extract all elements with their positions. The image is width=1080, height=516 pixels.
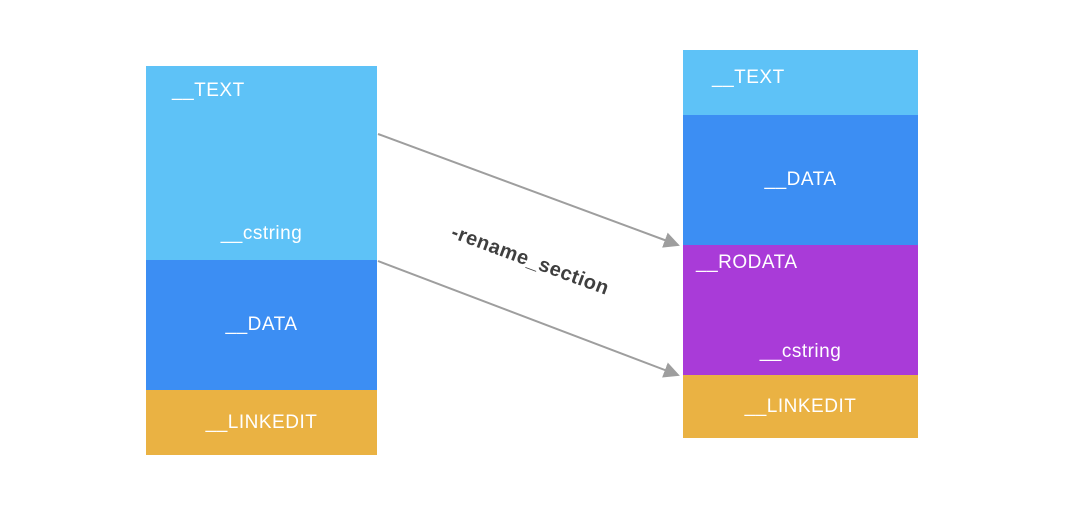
- segment-right-rodata: __RODATA __cstring: [683, 245, 918, 375]
- segment-left-text: __TEXT __cstring: [146, 66, 377, 260]
- segment-left-linkedit: __LINKEDIT: [146, 390, 377, 455]
- segment-left-data: __DATA: [146, 260, 377, 390]
- segment-label-right-data: __DATA: [764, 169, 837, 190]
- left-memory-column: __TEXT __cstring __DATA __LINKEDIT: [146, 66, 377, 455]
- segment-right-data: __DATA: [683, 115, 918, 245]
- segment-right-text: __TEXT: [683, 50, 918, 115]
- segment-label-right-text: __TEXT: [712, 67, 785, 88]
- segment-sublabel-left-cstring: __cstring: [220, 223, 303, 244]
- segment-label-left-linkedit: __LINKEDIT: [205, 411, 318, 433]
- segment-right-linkedit: __LINKEDIT: [683, 375, 918, 438]
- rename-section-label: -rename_section: [448, 221, 613, 300]
- right-memory-column: __TEXT __DATA __RODATA __cstring __LINKE…: [683, 50, 918, 438]
- segment-label-left-data: __DATA: [225, 314, 298, 335]
- segment-sublabel-right-cstring: __cstring: [759, 341, 842, 362]
- rename-arrow-top: [377, 133, 680, 248]
- segment-label-left-text: __TEXT: [172, 80, 245, 101]
- segment-label-right-linkedit: __LINKEDIT: [744, 395, 857, 417]
- rename-arrow-bottom: [377, 260, 680, 378]
- segment-label-right-rodata: __RODATA: [696, 252, 798, 273]
